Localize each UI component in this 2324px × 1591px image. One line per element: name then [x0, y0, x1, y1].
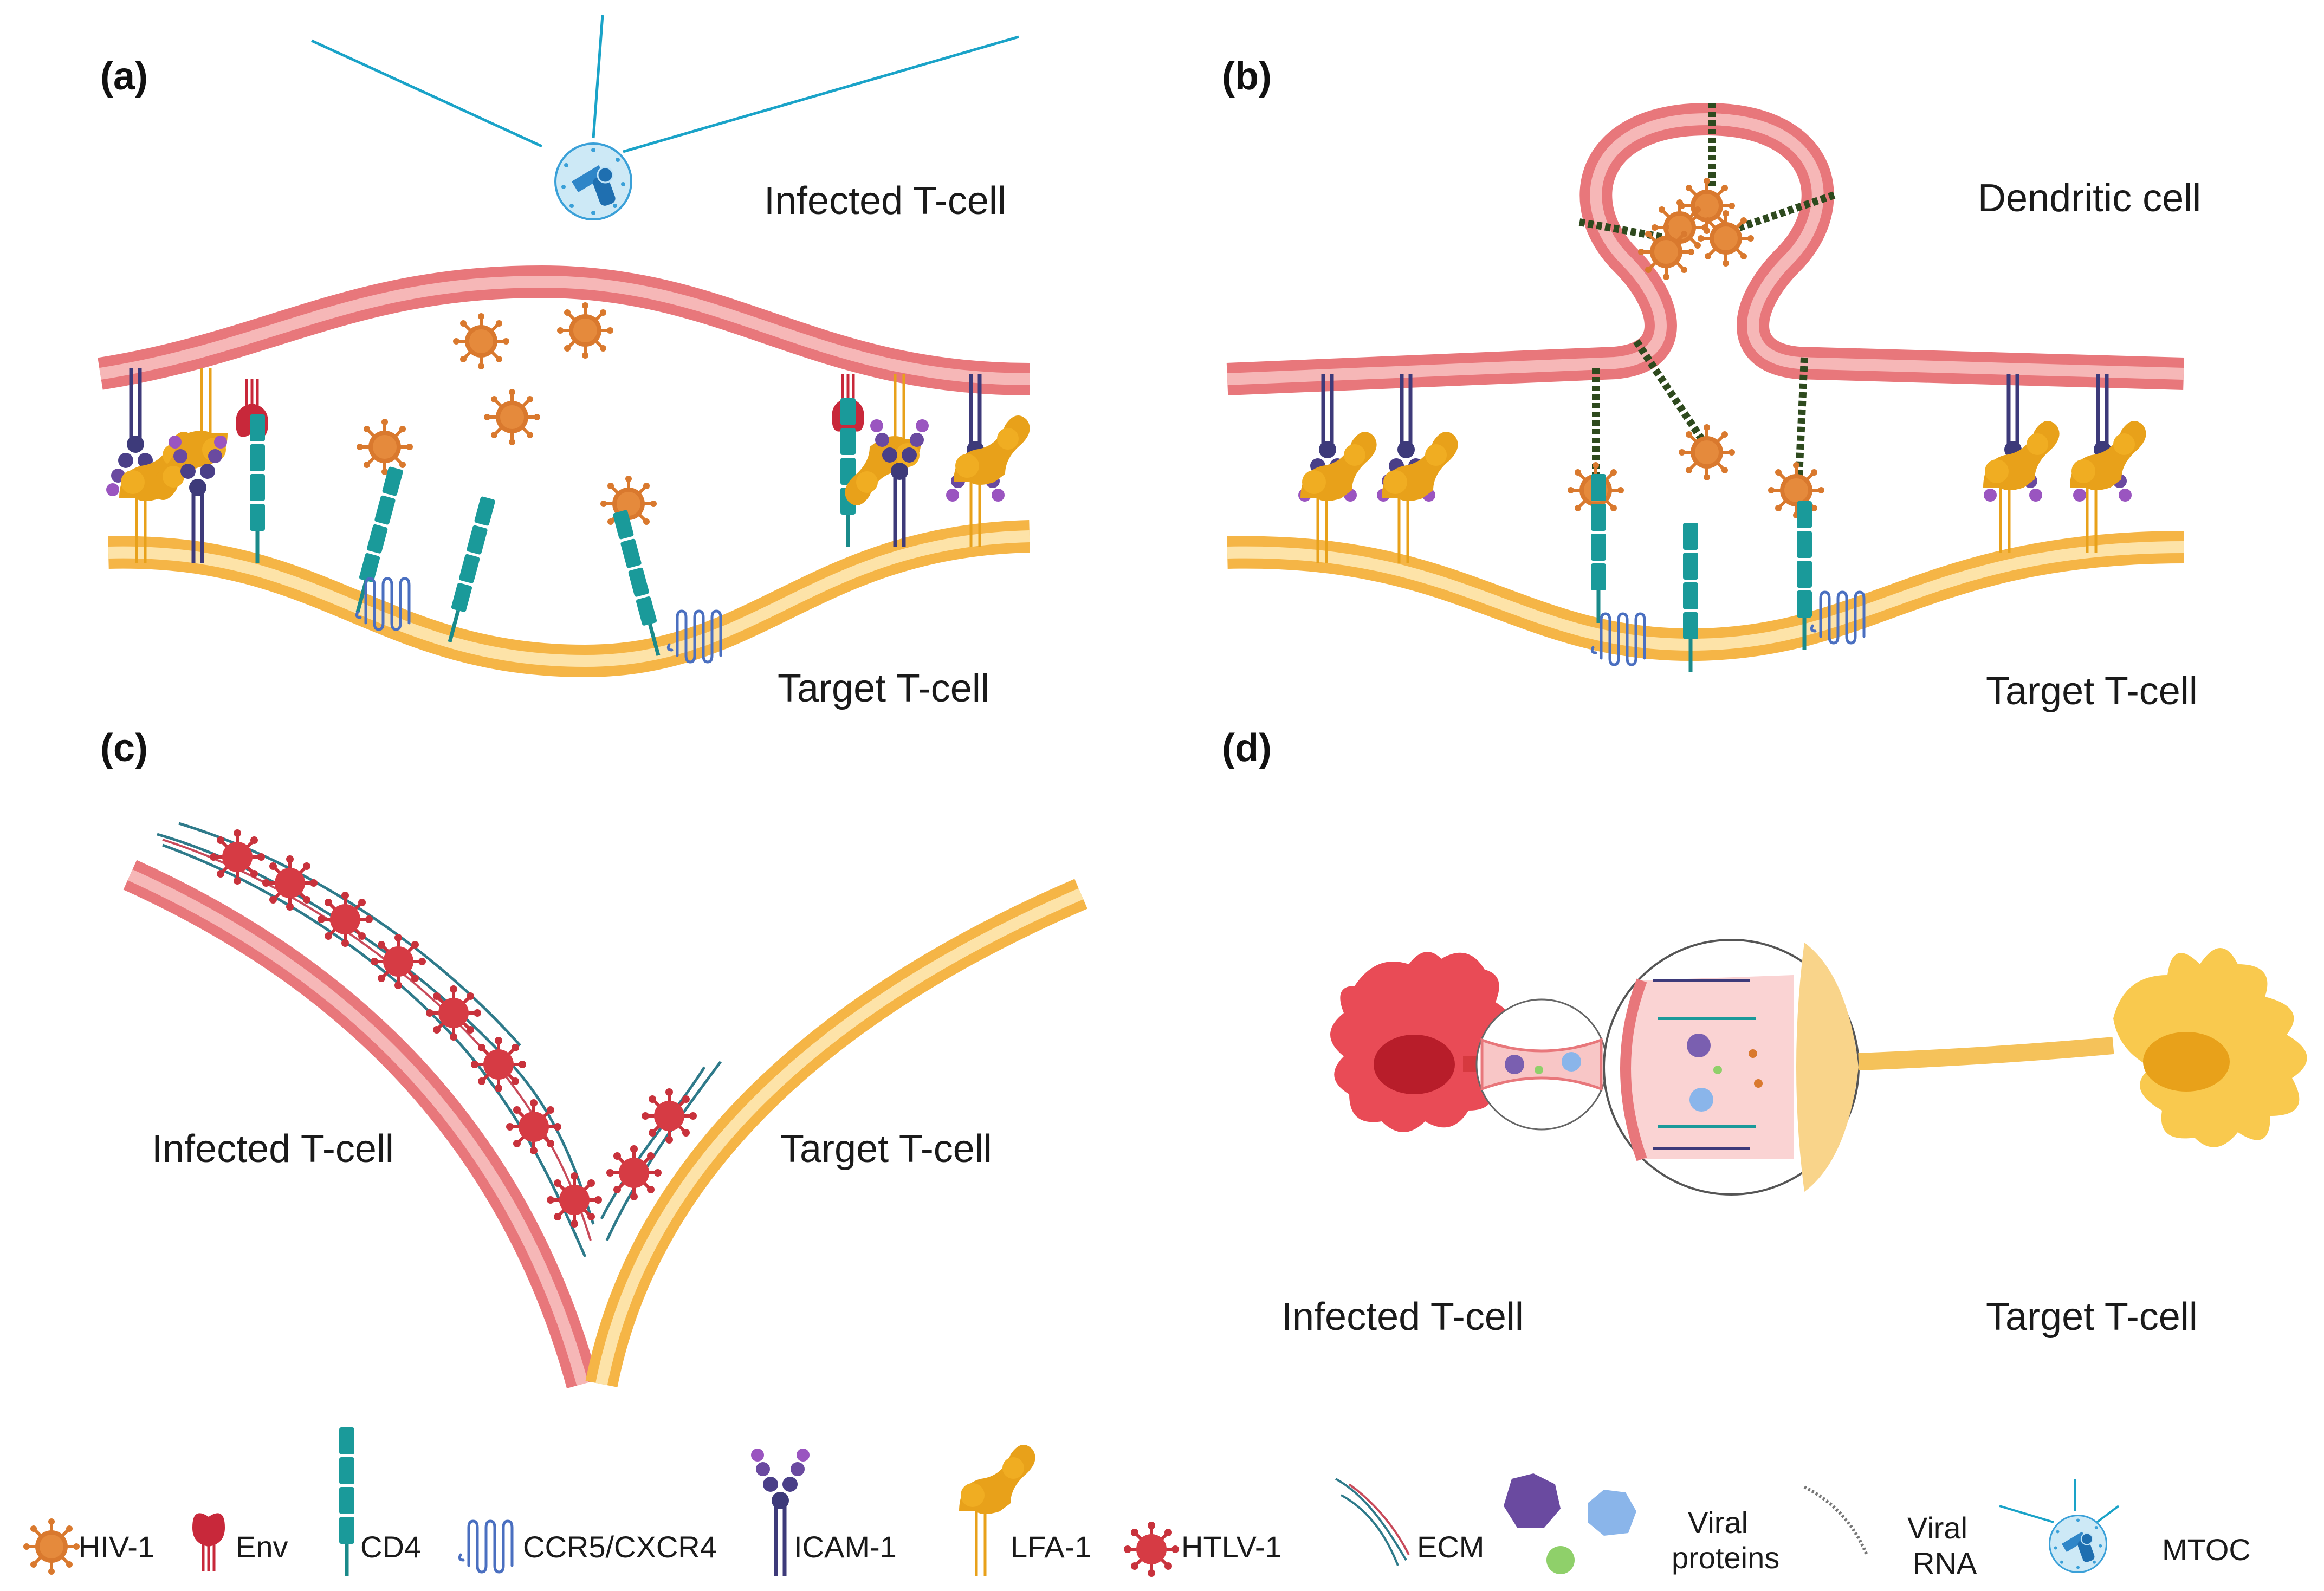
legend-mtoc-label: MTOC [2162, 1532, 2251, 1567]
adhesion-right-a [832, 374, 1030, 547]
panel-d-target-label: Target T-cell [1986, 1295, 2198, 1339]
legend-icam-label: ICAM-1 [794, 1530, 897, 1564]
legend-hiv-label: HIV-1 [79, 1530, 154, 1564]
panel-a-infected-label: Infected T-cell [764, 179, 1006, 223]
panel-c-target-label: Target T-cell [780, 1127, 992, 1171]
legend-mtoc-icon [2049, 1515, 2107, 1573]
legend-ecm-label: ECM [1417, 1530, 1484, 1564]
hiv-1-icon [23, 1518, 80, 1575]
nanotube-target-d [1858, 1037, 2114, 1070]
legend-htlv-label: HTLV-1 [1181, 1530, 1282, 1564]
legend-viral-rna-label-2: RNA [1913, 1546, 1977, 1580]
ccr5-cxcr4-icon [459, 1521, 512, 1572]
panel-c-letter: (c) [100, 726, 148, 770]
ecm-red-c [162, 839, 592, 1241]
panel-b-letter: (b) [1222, 55, 1272, 98]
panel-b-dendritic-label: Dendritic cell [1978, 177, 2201, 220]
legend-viral-proteins-label-2: proteins [1672, 1541, 1779, 1575]
legend-env-label: Env [236, 1530, 288, 1564]
dc-sign-linkers-b [1578, 103, 1836, 477]
ecm-c [157, 822, 722, 1258]
legend-viral-proteins-label-1: Viral [1688, 1505, 1748, 1540]
legend-ccr5-label: CCR5/CXCR4 [523, 1530, 717, 1564]
legend-viral-rna-label-1: Viral [1907, 1511, 1967, 1545]
panel-b: (b) Dendritic cell Target T-cell [1222, 55, 2201, 713]
panel-c-infected-label: Infected T-cell [152, 1127, 394, 1171]
legend-lfa-label: LFA-1 [1011, 1530, 1091, 1564]
panel-b-target-label: Target T-cell [1986, 670, 2198, 713]
panel-d: (d) Infected T-cel [1222, 726, 2307, 1339]
cd4-icon [339, 1427, 354, 1576]
panel-d-infected-label: Infected T-cell [1281, 1295, 1524, 1339]
legend-cd4-label: CD4 [360, 1530, 421, 1564]
panel-d-letter: (d) [1222, 726, 1272, 770]
panel-a-letter: (a) [100, 55, 148, 98]
mtoc-icon [554, 142, 632, 220]
ecm-icon [1335, 1478, 1410, 1566]
panel-a: (a) Infected T-cell Target T-cell [98, 15, 1030, 710]
dendritic-membrane-b [1226, 102, 2184, 395]
htlv-1-icon [1124, 1522, 1179, 1577]
legend: HIV-1 Env CD4 CCR5/CXCR4 ICAM-1 LFA-1 HT… [23, 1427, 2251, 1580]
panel-a-target-label: Target T-cell [778, 667, 989, 710]
viral-rna-icon [1803, 1485, 1868, 1556]
legend-mtoc-lines [1999, 1479, 2120, 1523]
panel-c: (c) Infected T-cell Targe [100, 726, 1087, 1388]
adhesion-left-a [106, 368, 268, 563]
viral-proteins-icon [1504, 1473, 1636, 1574]
virions-a [357, 302, 657, 532]
microtubules-a [310, 15, 1019, 153]
env-icon [192, 1513, 225, 1571]
